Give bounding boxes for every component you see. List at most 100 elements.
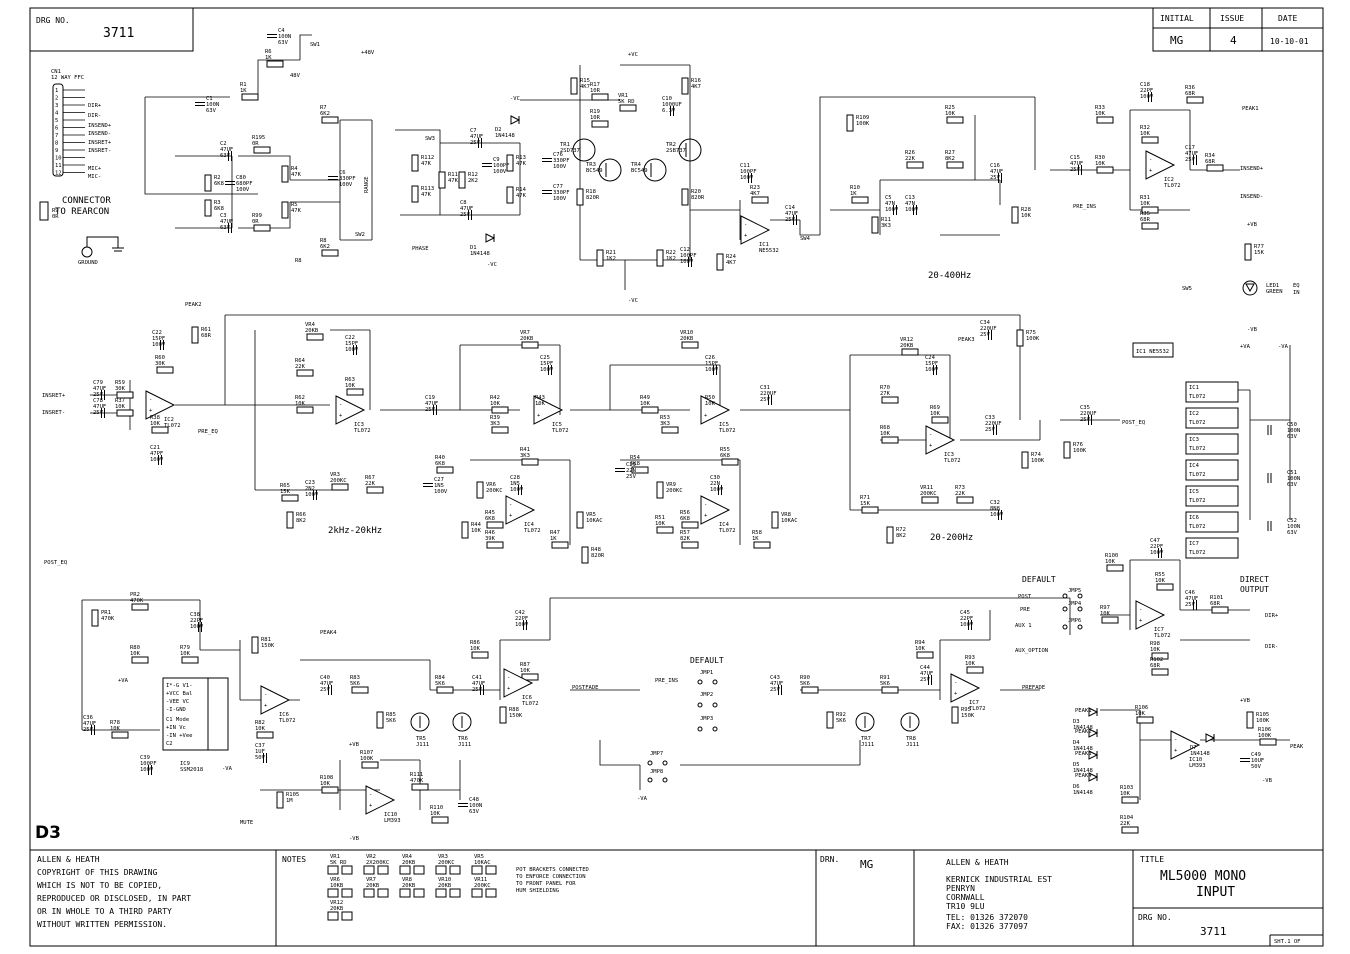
part-label: 25V — [320, 687, 331, 693]
svg-text:PEAK1: PEAK1 — [1242, 106, 1259, 112]
connector-caption-2: TO REARCON — [55, 207, 109, 217]
connector-pin: 7 — [55, 133, 58, 139]
capacitor — [615, 468, 625, 472]
resistor — [591, 93, 609, 101]
pot-name: VR4 — [402, 854, 413, 860]
part-label: 47K — [448, 178, 459, 184]
phase-label: PHASE — [412, 246, 429, 252]
part-label: C11 — [740, 163, 750, 169]
part-label: 10K — [1100, 611, 1111, 617]
title-label: TITLE — [1140, 855, 1164, 864]
part-label: IC2 — [164, 417, 174, 423]
resistor — [296, 406, 314, 414]
capacitor — [933, 365, 937, 375]
ic-type: TL072 — [1189, 498, 1206, 504]
part-label: 10K — [110, 726, 121, 732]
part-label: C38 — [190, 612, 200, 618]
decoupling-label: 63V — [1287, 530, 1298, 536]
resistor — [411, 154, 419, 172]
op-amp-pin: - — [1139, 607, 1142, 613]
part-label: 20KB — [680, 336, 694, 342]
part-label: 47UF — [472, 681, 485, 687]
svg-text:SSM2018: SSM2018 — [180, 767, 203, 773]
part-label: C35 — [1080, 405, 1090, 411]
part-label: 1K — [550, 536, 557, 542]
part-label: R59 — [115, 380, 125, 386]
svg-text:PENRYN: PENRYN — [946, 884, 975, 893]
part-label: 25V — [425, 407, 436, 413]
part-label: 100PF — [493, 163, 510, 169]
part-label: 100V — [885, 207, 899, 213]
decoupling-label: C52 — [1287, 518, 1297, 524]
resistor — [931, 416, 949, 424]
op-amp-pin: + — [954, 691, 958, 697]
company-notice-6: WITHOUT WRITTEN PERMISSION. — [37, 920, 167, 929]
resistor — [1121, 826, 1139, 834]
part-label: 200KC — [666, 488, 683, 494]
op-amp: -+ — [145, 390, 176, 420]
issue-value: 4 — [1230, 34, 1237, 47]
wiring — [81, 34, 1291, 810]
part-label: 22N — [710, 481, 720, 487]
resistor — [1244, 243, 1252, 261]
resistor — [771, 511, 779, 529]
capacitor — [1078, 165, 1082, 175]
part-label: 8N8 — [990, 506, 1000, 512]
svg-text:TR10 9LU: TR10 9LU — [946, 902, 985, 911]
part-label: C47 — [1150, 538, 1160, 544]
svg-text:+VC: +VC — [628, 52, 638, 58]
part-label: R44 — [471, 522, 482, 528]
svg-text:ALLEN & HEATH: ALLEN & HEATH — [946, 858, 1009, 867]
part-label: R15 — [580, 78, 590, 84]
svg-text:INSEND-: INSEND- — [88, 131, 111, 137]
pot-value: 20KB — [330, 906, 344, 912]
part-label: IC1 — [759, 242, 769, 248]
part-label: 100V — [510, 487, 524, 493]
resistor — [1096, 116, 1114, 124]
part-label: 6K2 — [320, 244, 330, 250]
pot-value: 20KB — [438, 883, 452, 889]
capacitor — [988, 330, 992, 340]
notes-label: NOTES — [282, 855, 306, 864]
part-label: TL072 — [719, 428, 736, 434]
resistor — [431, 816, 449, 824]
resistor — [361, 761, 379, 769]
resistor — [1016, 329, 1024, 347]
part-label: R78 — [110, 720, 120, 726]
part-label: 68R — [1185, 91, 1196, 97]
resistor — [486, 541, 504, 549]
svg-text:+VB: +VB — [1240, 698, 1251, 704]
part-label: TL072 — [1154, 633, 1171, 639]
pot-value: 10KB — [330, 883, 344, 889]
part-label: 47K — [421, 161, 432, 167]
resistor — [619, 104, 637, 112]
part-label: 220UF — [1080, 411, 1097, 417]
resistor — [436, 686, 454, 694]
initial-label: INITIAL — [1160, 14, 1194, 23]
part-label: C31 — [760, 385, 770, 391]
capacitor — [480, 685, 484, 695]
part-label: 22N — [626, 468, 636, 474]
part-label: VR9 — [666, 482, 676, 488]
capacitor — [718, 485, 722, 495]
svg-text:FAX: 01326 377097: FAX: 01326 377097 — [946, 922, 1028, 931]
company-notice-4: REPRODUCED OR DISCLOSED, IN PART — [37, 894, 191, 903]
capacitor — [548, 365, 552, 375]
resistor — [506, 186, 514, 204]
svg-text:PEAK3: PEAK3 — [1075, 751, 1092, 757]
part-label: 15PF — [705, 361, 718, 367]
part-label: 820R — [591, 553, 605, 559]
part-label: 4K7 — [691, 84, 701, 90]
svg-text:-VB: -VB — [1247, 327, 1258, 333]
jumper-contacts — [647, 760, 668, 766]
svg-text:MUTE: MUTE — [240, 820, 253, 826]
part-label: R39 — [490, 415, 500, 421]
decoupling-label: 100N — [1287, 524, 1300, 530]
svg-text:-VB: -VB — [349, 836, 360, 842]
part-label: R11 — [448, 172, 458, 178]
resistor — [921, 496, 939, 504]
part-label: 30K — [155, 361, 166, 367]
